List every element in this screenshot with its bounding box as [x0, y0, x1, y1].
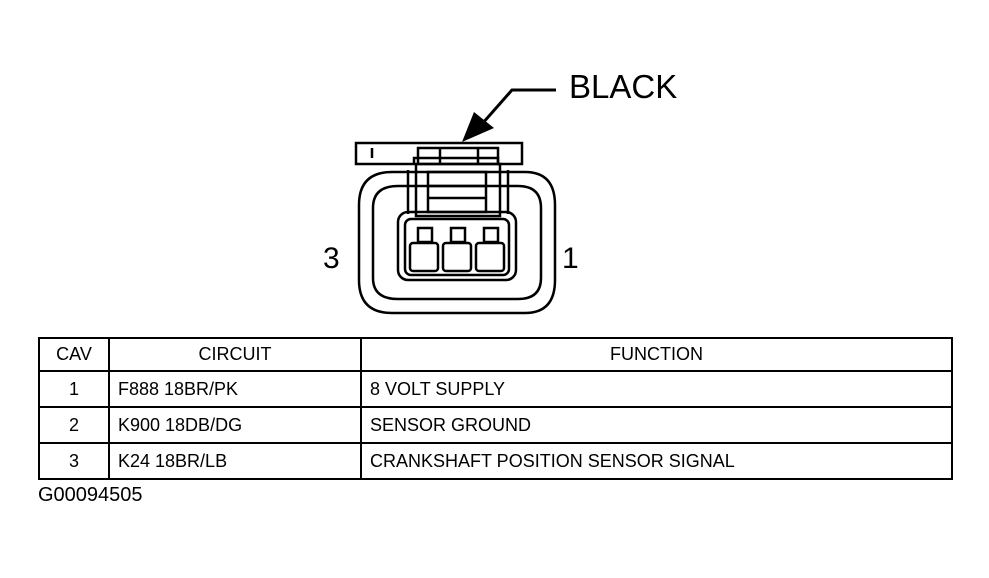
- table-row: 3 K24 18BR/LB CRANKSHAFT POSITION SENSOR…: [38, 442, 953, 480]
- function-cell: 8 VOLT SUPPLY: [360, 370, 953, 408]
- leader-arrow: [462, 88, 556, 142]
- cavity-2: [441, 241, 473, 273]
- cavity-3: [408, 241, 440, 273]
- function-cell: SENSOR GROUND: [360, 406, 953, 444]
- table-row: 1 F888 18BR/PK 8 VOLT SUPPLY: [38, 370, 953, 408]
- pin-number-label-right: 1: [562, 242, 579, 275]
- connector-diagram: [354, 88, 557, 315]
- cav-cell: 2: [38, 406, 110, 444]
- circuit-cell: K24 18BR/LB: [108, 442, 362, 480]
- pinout-table: CAV CIRCUIT FUNCTION 1 F888 18BR/PK 8 VO…: [38, 337, 953, 480]
- table-header-row: CAV CIRCUIT FUNCTION: [38, 337, 953, 372]
- pin-number-label-left: 3: [323, 242, 340, 275]
- locking-tab: [354, 141, 524, 218]
- header-circuit: CIRCUIT: [108, 337, 362, 372]
- cav-cell: 1: [38, 370, 110, 408]
- function-cell: CRANKSHAFT POSITION SENSOR SIGNAL: [360, 442, 953, 480]
- header-function: FUNCTION: [360, 337, 953, 372]
- circuit-cell: F888 18BR/PK: [108, 370, 362, 408]
- figure-id: G00094505: [38, 484, 143, 506]
- connector-color-label: BLACK: [569, 68, 678, 105]
- header-cav: CAV: [38, 337, 110, 372]
- cav-cell: 3: [38, 442, 110, 480]
- connector-housing: [357, 170, 557, 315]
- terminal-cavities: [396, 210, 518, 282]
- table-row: 2 K900 18DB/DG SENSOR GROUND: [38, 406, 953, 444]
- circuit-cell: K900 18DB/DG: [108, 406, 362, 444]
- cavity-1: [474, 241, 506, 273]
